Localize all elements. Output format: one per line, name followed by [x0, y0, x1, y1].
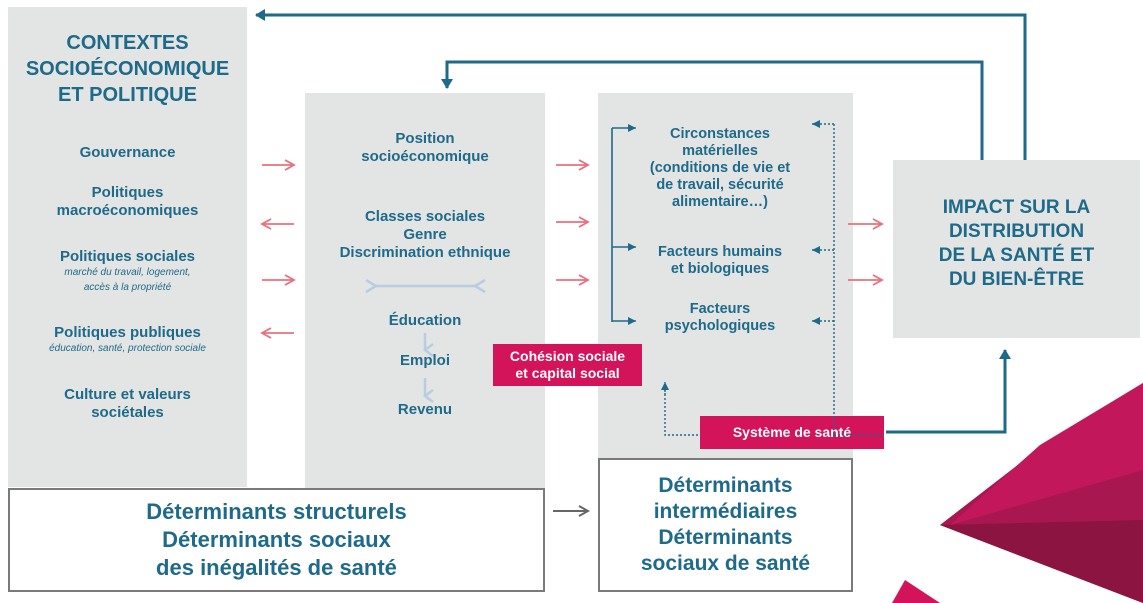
systeme-sante-tag: Système de santé [700, 416, 884, 449]
feedback-arrow-top [255, 9, 1027, 160]
politiques-sociales-label: Politiques sociales marché du travail, l… [59, 248, 196, 293]
emploi-label: Emploi [399, 352, 450, 369]
contextes-column [8, 7, 247, 487]
intermediate-column [598, 93, 853, 465]
systeme-to-impact-arrow [886, 349, 1011, 434]
dotted-loop [664, 390, 700, 436]
politiques-publiques-label: Politiques publiques éducation, santé, p… [49, 324, 206, 354]
revenu-label: Revenu [397, 401, 453, 418]
position-column [305, 93, 545, 493]
impact-box [893, 160, 1140, 338]
feedback-arrow-middle [441, 60, 984, 160]
gouvernance-label: Gouvernance [79, 144, 176, 161]
education-label: Éducation [388, 312, 462, 329]
